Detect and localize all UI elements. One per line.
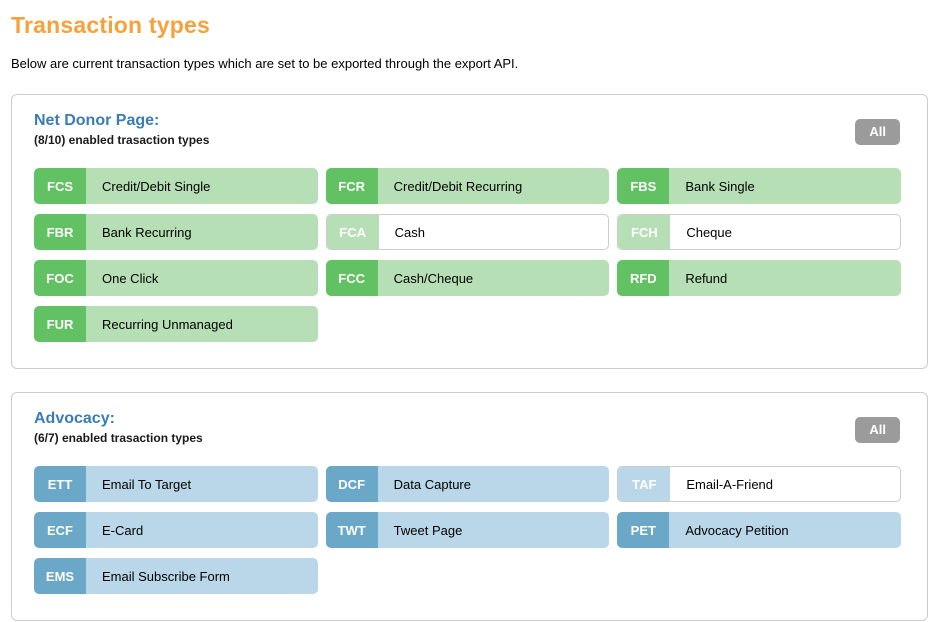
tile-code-badge: EMS: [34, 558, 86, 594]
transaction-type-tile[interactable]: FBR Bank Recurring: [34, 214, 318, 250]
tile-label: Refund: [685, 270, 728, 286]
tile-code-badge: ETT: [34, 466, 86, 502]
transaction-section-panel-1: Advocacy: (6/7) enabled trasaction types…: [11, 392, 928, 621]
transaction-type-tile[interactable]: TWT Tweet Page: [325, 512, 610, 548]
transaction-type-tile[interactable]: FCC Cash/Cheque: [325, 260, 610, 296]
tile-grid: ETT Email To Target DCF Data Capture TAF…: [34, 466, 901, 594]
transaction-type-tile[interactable]: EMS Email Subscribe Form: [34, 558, 318, 594]
section-enabled-count: (6/7) enabled trasaction types: [34, 431, 203, 445]
transaction-type-tile[interactable]: ECF E-Card: [34, 512, 318, 548]
transaction-type-tile[interactable]: FCH Cheque: [617, 214, 901, 250]
section-title: Net Donor Page:: [34, 112, 160, 129]
tile-code-badge: TAF: [618, 467, 671, 501]
tile-code-badge: FCH: [618, 215, 671, 249]
tile-label: Tweet Page: [393, 522, 463, 538]
transaction-section-panel-0: Net Donor Page: (8/10) enabled trasactio…: [11, 94, 928, 369]
transaction-type-tile[interactable]: FOC One Click: [34, 260, 318, 296]
tile-label: Cheque: [686, 224, 732, 240]
tile-label: Email-A-Friend: [686, 476, 774, 492]
section-title: Advocacy:: [34, 410, 115, 427]
tile-label: Cash/Cheque: [393, 270, 474, 286]
tile-code-badge: FUR: [34, 306, 86, 342]
tile-code-badge: FCC: [325, 260, 378, 296]
tile-label: Data Capture: [393, 476, 471, 492]
tile-label: Bank Single: [685, 178, 755, 194]
page-title: Transaction types: [11, 12, 210, 38]
tile-code-badge: DCF: [325, 466, 378, 502]
select-all-button[interactable]: All: [855, 119, 900, 145]
select-all-button[interactable]: All: [855, 417, 900, 443]
transaction-type-tile[interactable]: DCF Data Capture: [325, 466, 610, 502]
transaction-type-tile[interactable]: FCR Credit/Debit Recurring: [325, 168, 610, 204]
tile-label: E-Card: [102, 522, 144, 538]
tile-label: Credit/Debit Single: [102, 178, 211, 194]
transaction-type-tile[interactable]: TAF Email-A-Friend: [617, 466, 901, 502]
tile-label: Cash: [394, 224, 426, 240]
tile-code-badge: RFD: [617, 260, 670, 296]
transaction-type-tile[interactable]: FCS Credit/Debit Single: [34, 168, 318, 204]
tile-label: Bank Recurring: [102, 224, 192, 240]
tile-grid: FCS Credit/Debit Single FCR Credit/Debit…: [34, 168, 901, 342]
tile-label: Advocacy Petition: [685, 522, 789, 538]
transaction-type-tile[interactable]: FCA Cash: [325, 214, 610, 250]
tile-code-badge: FCA: [326, 215, 379, 249]
tile-label: Recurring Unmanaged: [102, 316, 233, 332]
page-subtitle: Below are current transaction types whic…: [11, 56, 519, 71]
tile-code-badge: FBR: [34, 214, 86, 250]
sections-container: Net Donor Page: (8/10) enabled trasactio…: [11, 94, 928, 621]
transaction-type-tile[interactable]: FUR Recurring Unmanaged: [34, 306, 318, 342]
tile-code-badge: FBS: [617, 168, 670, 204]
tile-code-badge: PET: [617, 512, 670, 548]
tile-code-badge: TWT: [325, 512, 378, 548]
transaction-type-tile[interactable]: RFD Refund: [617, 260, 901, 296]
tile-label: One Click: [102, 270, 159, 286]
transaction-type-tile[interactable]: FBS Bank Single: [617, 168, 901, 204]
tile-label: Credit/Debit Recurring: [393, 178, 523, 194]
transaction-type-tile[interactable]: ETT Email To Target: [34, 466, 318, 502]
tile-label: Email To Target: [102, 476, 192, 492]
tile-label: Email Subscribe Form: [102, 568, 230, 584]
transaction-type-tile[interactable]: PET Advocacy Petition: [617, 512, 901, 548]
section-enabled-count: (8/10) enabled trasaction types: [34, 133, 210, 147]
tile-code-badge: ECF: [34, 512, 86, 548]
tile-code-badge: FCS: [34, 168, 86, 204]
tile-code-badge: FCR: [325, 168, 378, 204]
tile-code-badge: FOC: [34, 260, 86, 296]
